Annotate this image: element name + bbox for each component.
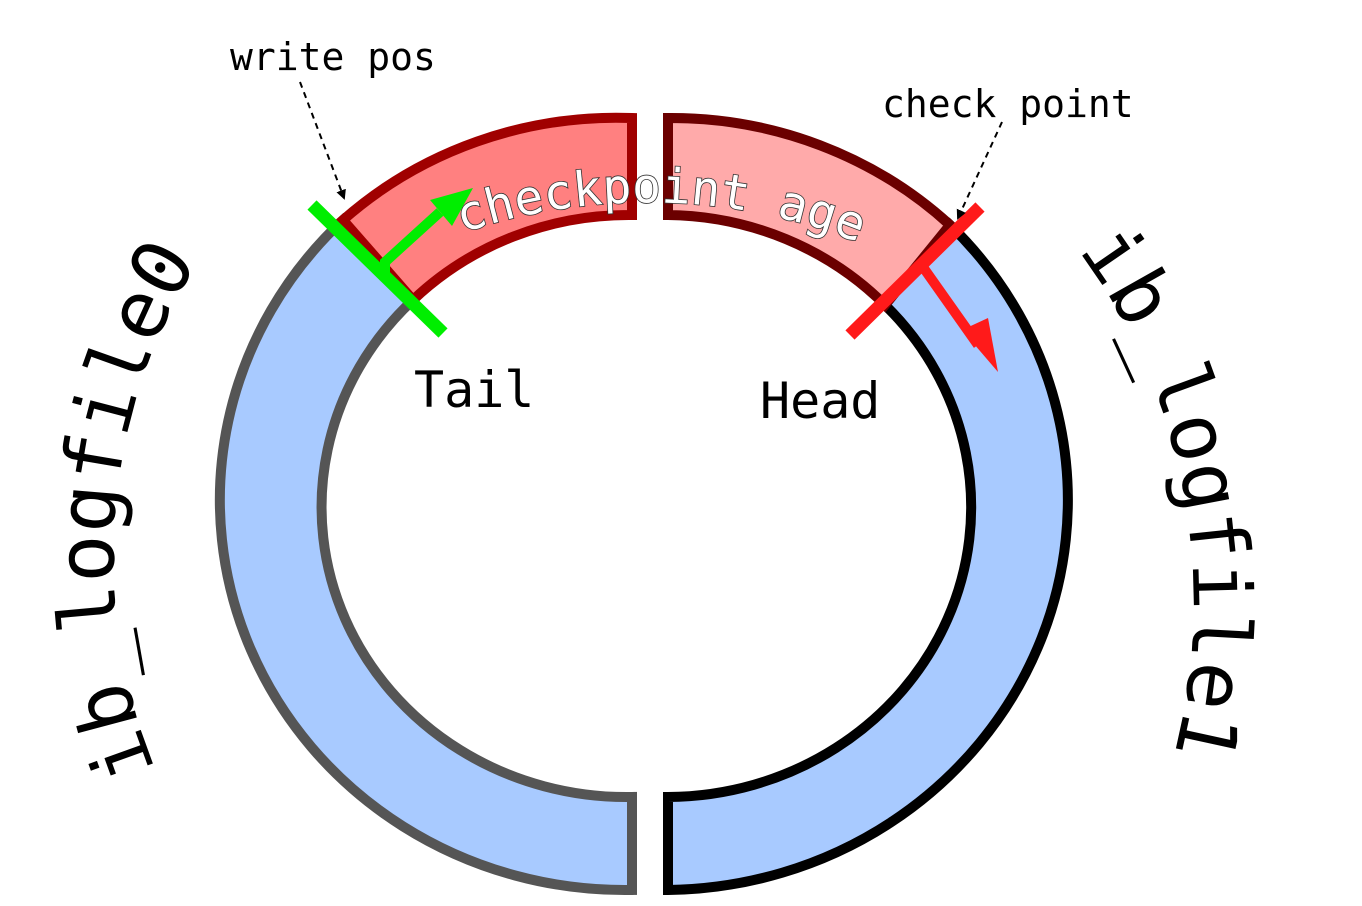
check-point-marker [845, 202, 985, 340]
write-pos-leader [299, 81, 346, 200]
tail-label: Tail [414, 361, 534, 419]
checkpoint-age-band-right [663, 112, 957, 313]
ib-logfile1-segment [663, 217, 1073, 896]
ib-logfile1-label: ib_logfile1 [1063, 208, 1268, 769]
check-point-leader [956, 121, 1003, 220]
write-pos-arrow [380, 208, 444, 275]
head-label: Head [760, 372, 880, 430]
ib-logfile0-segment [214, 212, 637, 896]
write-pos-arrowhead [430, 188, 473, 226]
write-pos-label: write pos [230, 35, 436, 79]
checkpoint-age-band-left [335, 112, 637, 308]
write-pos-marker [307, 200, 448, 338]
check-point-label: check point [882, 82, 1134, 126]
check-point-arrowhead [962, 318, 998, 372]
ib-logfile0-label: ib_logfile0 [39, 225, 214, 796]
